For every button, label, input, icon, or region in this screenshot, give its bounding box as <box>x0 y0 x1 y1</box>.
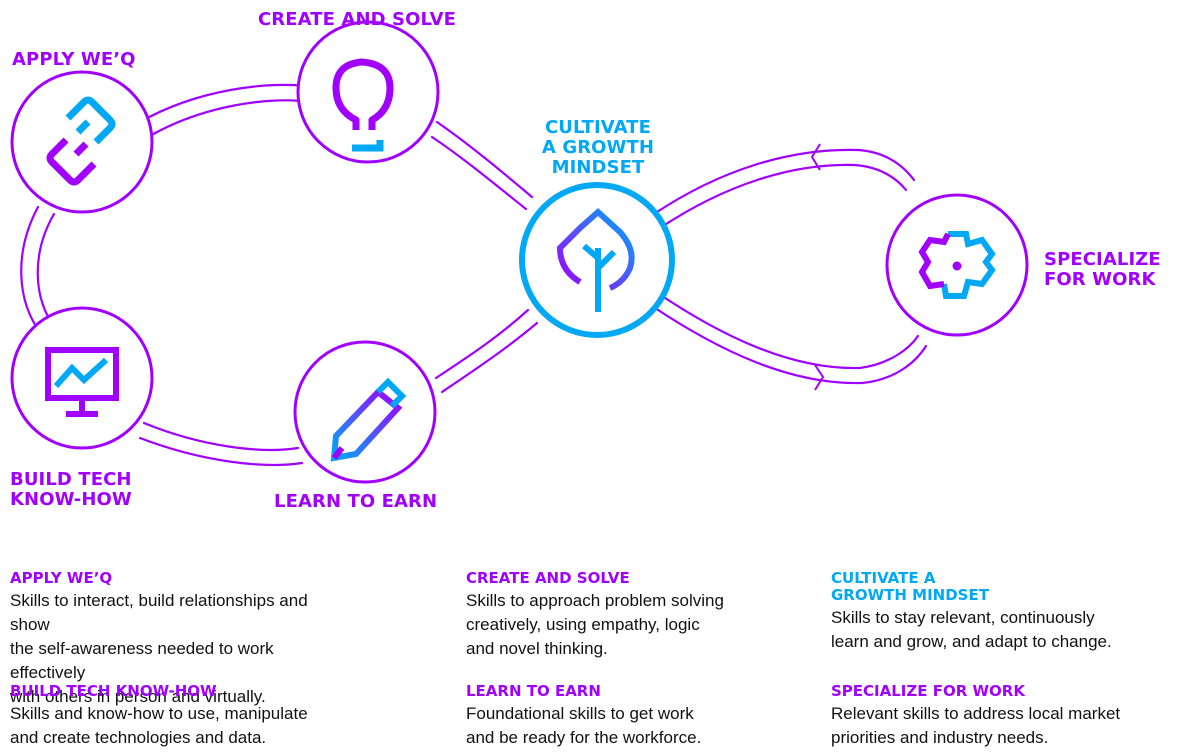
infinity-track <box>20 83 928 467</box>
desc-text: Foundational skills to get work and be r… <box>466 704 702 747</box>
desc-text: Skills to approach problem solving creat… <box>466 591 724 658</box>
desc-text: Skills to stay relevant, continuously le… <box>831 608 1112 651</box>
desc-learn-to-earn: LEARN TO EARN Foundational skills to get… <box>466 683 806 750</box>
desc-create-and-solve: CREATE AND SOLVE Skills to approach prob… <box>466 570 806 661</box>
desc-title: BUILD TECH KNOW-HOW <box>10 682 217 700</box>
lightbulb-icon <box>332 58 394 152</box>
desc-title: LEARN TO EARN <box>466 682 601 700</box>
apply-weq-circle <box>10 70 154 214</box>
node-label-apply-weq: APPLY WE’Q <box>12 49 136 70</box>
desc-text: Skills to interact, build relationships … <box>10 591 308 706</box>
monitor-chart-icon <box>45 347 119 417</box>
node-label-cultivate: CULTIVATE A GROWTH MINDSET <box>541 117 655 178</box>
node-label-specialize: SPECIALIZE FOR WORK <box>1044 249 1161 290</box>
pencil-icon <box>330 377 407 462</box>
chain-link-icon <box>46 96 116 186</box>
tree-icon <box>556 207 635 312</box>
node-label-create-and-solve: CREATE AND SOLVE <box>258 9 457 30</box>
node-label-build-tech: BUILD TECH KNOW-HOW <box>10 469 132 510</box>
desc-cultivate: CULTIVATE A GROWTH MINDSET Skills to sta… <box>831 570 1171 654</box>
desc-text: Relevant skills to address local market … <box>831 704 1121 747</box>
desc-build-tech: BUILD TECH KNOW-HOW Skills and know-how … <box>10 683 350 750</box>
desc-apply-weq: APPLY WE’Q Skills to interact, build rel… <box>10 570 350 709</box>
loop-chevrons <box>810 143 825 391</box>
learn-to-earn-circle <box>293 340 437 484</box>
node-label-learn-to-earn: LEARN TO EARN <box>274 491 438 512</box>
gear-icon <box>918 231 996 299</box>
desc-specialize: SPECIALIZE FOR WORK Relevant skills to a… <box>831 683 1171 750</box>
desc-title: CULTIVATE A GROWTH MINDSET <box>831 569 989 604</box>
skills-infinity-diagram <box>10 20 1029 484</box>
create-and-solve-circle <box>296 20 440 164</box>
desc-title: APPLY WE’Q <box>10 569 113 587</box>
desc-title: SPECIALIZE FOR WORK <box>831 682 1025 700</box>
node-circles <box>10 20 1029 484</box>
desc-title: CREATE AND SOLVE <box>466 569 630 587</box>
desc-text: Skills and know-how to use, manipulate a… <box>10 704 308 747</box>
